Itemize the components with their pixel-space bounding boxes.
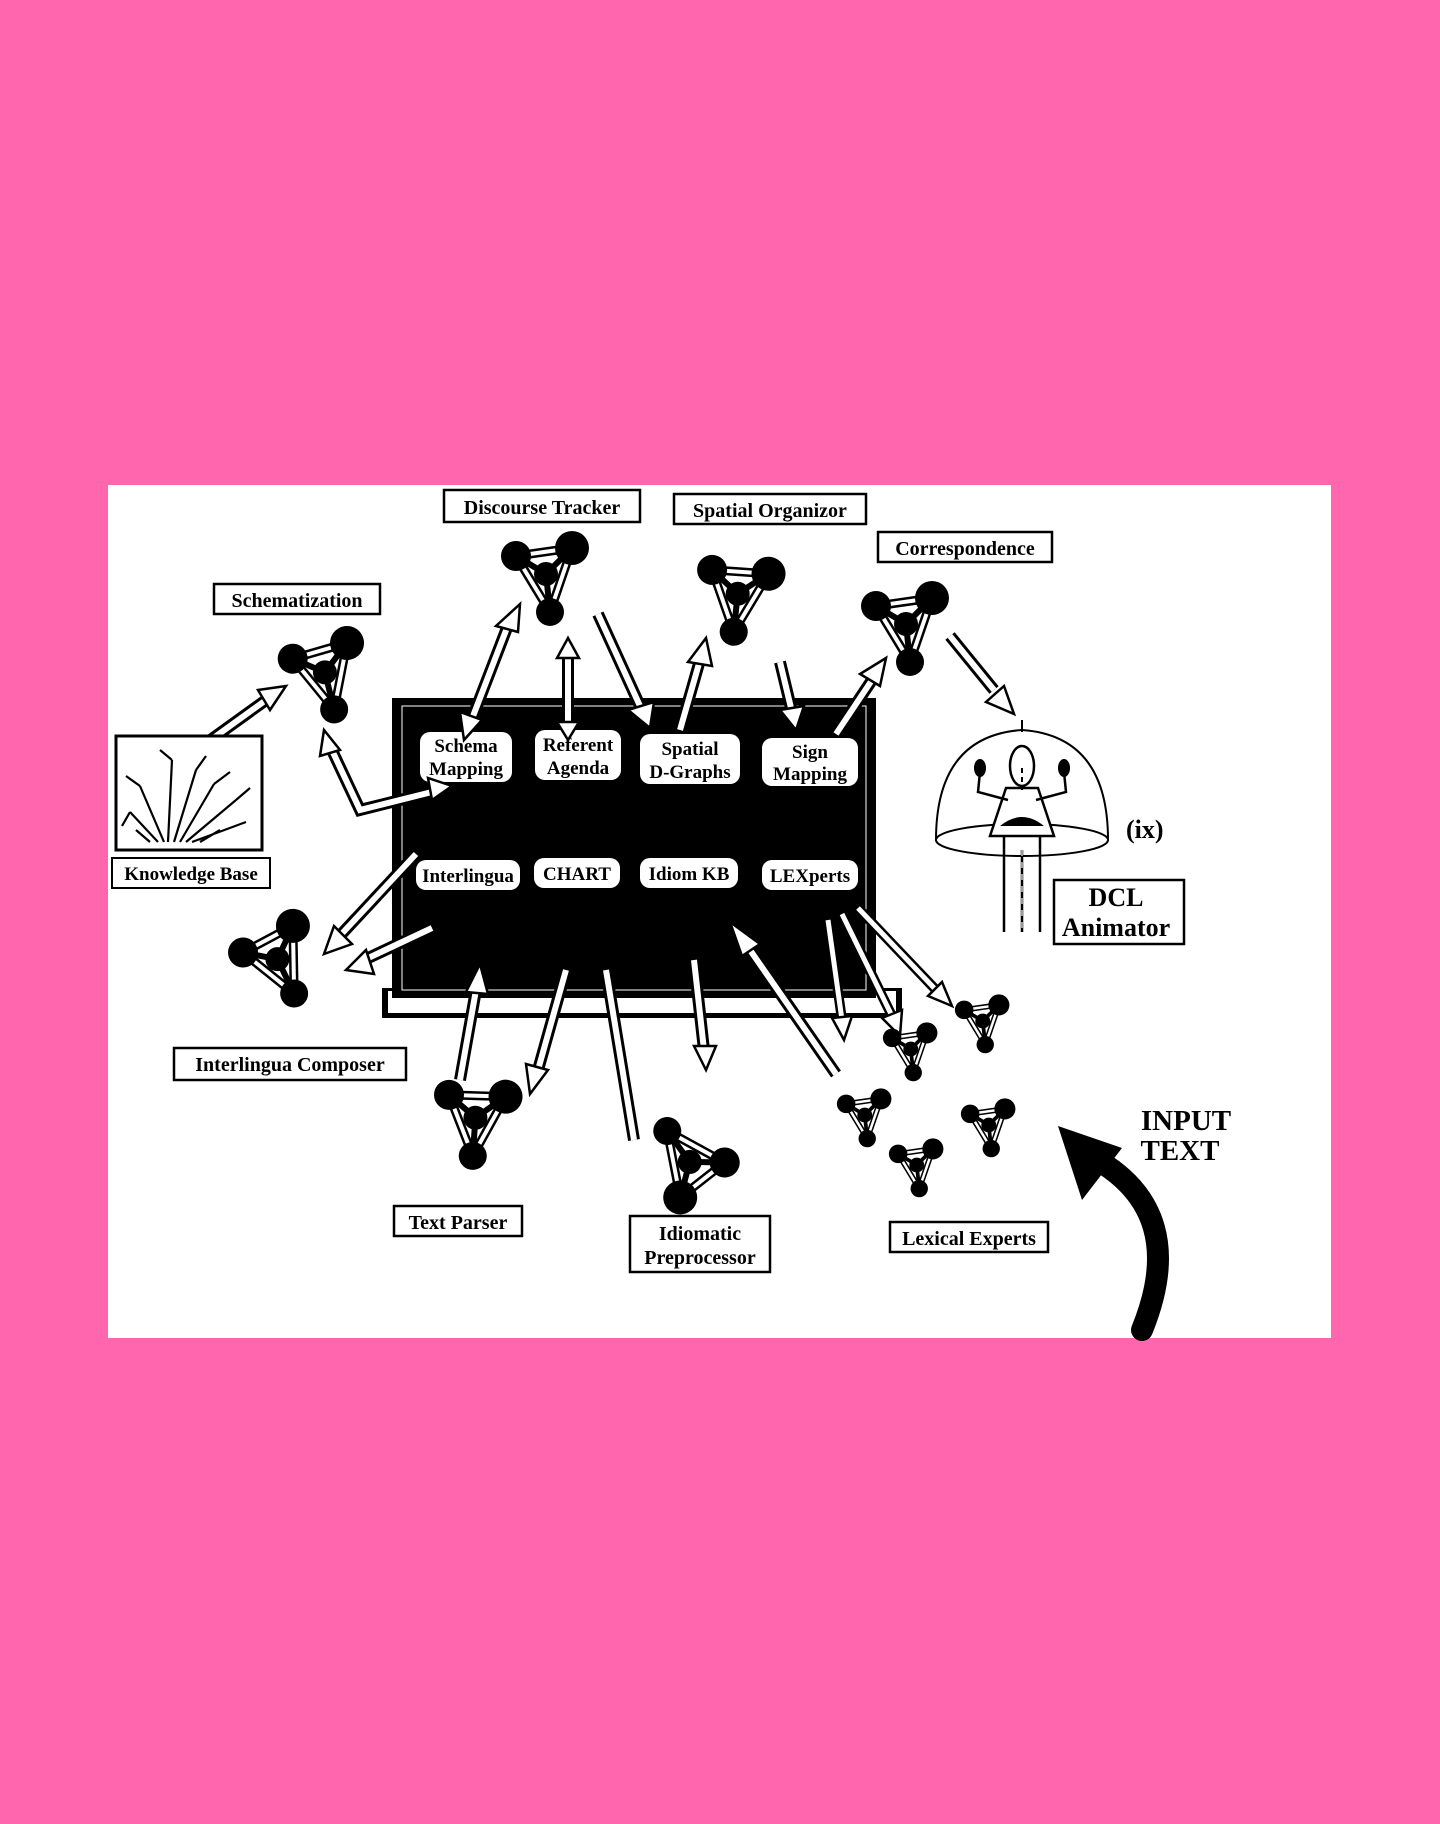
arrow-lexical-experts <box>727 904 955 1078</box>
text-label: TEXT <box>1141 1135 1220 1167</box>
svg-text:Mapping: Mapping <box>429 759 503 780</box>
svg-text:Interlingua Composer: Interlingua Composer <box>195 1054 385 1076</box>
svg-text:Agenda: Agenda <box>547 758 610 779</box>
arrow-schematization-to-schema-mapping <box>318 726 455 818</box>
svg-text:Mapping: Mapping <box>773 764 847 785</box>
svg-text:Lexical Experts: Lexical Experts <box>902 1228 1036 1250</box>
label-lexical-experts: Lexical Experts <box>888 1220 1050 1254</box>
dcl-animator-illustration: DCL Animator (ix) <box>934 720 1186 946</box>
svg-text:D-Graphs: D-Graphs <box>649 762 730 783</box>
slot-sign-mapping: Sign Mapping <box>762 738 858 786</box>
label-correspondence: Correspondence <box>876 530 1054 564</box>
svg-text:CHART: CHART <box>543 864 611 885</box>
slot-interlingua: Interlingua <box>416 860 520 890</box>
animator-label: Animator <box>1062 913 1170 942</box>
arrow-spatial-graphs-to-organizor <box>674 635 714 732</box>
knowledge-base-illustration: Knowledge Base <box>111 734 271 889</box>
agent-idiomatic-preprocessor <box>626 1094 750 1220</box>
dcl-label: DCL <box>1089 883 1144 912</box>
label-text-parser: Text Parser <box>392 1204 524 1238</box>
svg-text:Idiomatic: Idiomatic <box>659 1223 741 1245</box>
arrow-discourse-to-spatial-graphs <box>592 611 656 731</box>
label-interlingua-composer: Interlingua Composer <box>172 1046 408 1082</box>
blackboard-row-1: Schema Mapping Referent Agenda Spatial D… <box>420 730 858 786</box>
svg-text:Discourse Tracker: Discourse Tracker <box>464 497 621 519</box>
slot-spatial-d-graphs: Spatial D-Graphs <box>640 734 740 784</box>
arrow-idiomatic-preprocessor <box>600 959 718 1141</box>
svg-text:Spatial Organizor: Spatial Organizor <box>693 500 847 522</box>
arrow-interlingua-composer <box>321 849 435 976</box>
slot-referent-agenda: Referent Agenda <box>535 730 621 780</box>
arrow-correspondence-to-animator <box>945 632 1017 717</box>
agent-lexical-4 <box>961 1098 1016 1157</box>
agent-lexical-1 <box>955 994 1010 1053</box>
blackboard-row-2: Interlingua CHART Idiom KB LEXperts <box>416 858 858 890</box>
agent-lexical-5 <box>889 1138 944 1197</box>
figure-marker: (ix) <box>1126 815 1164 844</box>
slot-lexperts: LEXperts <box>762 860 858 890</box>
svg-text:Correspondence: Correspondence <box>895 538 1035 560</box>
svg-text:Sign: Sign <box>792 742 828 763</box>
slot-idiom-kb: Idiom KB <box>640 858 738 888</box>
slot-chart: CHART <box>534 858 620 888</box>
svg-text:Interlingua: Interlingua <box>422 866 514 887</box>
input-label: INPUT <box>1141 1105 1231 1137</box>
input-text-arrow: INPUT TEXT <box>1058 1105 1231 1341</box>
agent-lexical-3 <box>837 1088 892 1147</box>
arrow-text-parser <box>454 960 572 1098</box>
agent-spatial-organizor <box>683 542 789 653</box>
svg-text:Schematization: Schematization <box>231 590 362 612</box>
agent-schematization <box>274 624 374 730</box>
svg-text:Knowledge Base: Knowledge Base <box>124 864 258 885</box>
slot-schema-mapping: Schema Mapping <box>420 732 512 782</box>
agent-text-parser <box>422 1068 525 1177</box>
label-schematization: Schematization <box>212 582 382 616</box>
arrow-referent-to-discourse <box>554 635 582 743</box>
svg-text:Schema: Schema <box>434 736 498 757</box>
svg-text:LEXperts: LEXperts <box>770 866 850 887</box>
agent-lexical-2 <box>883 1022 938 1081</box>
svg-text:Text Parser: Text Parser <box>409 1212 508 1234</box>
svg-text:Spatial: Spatial <box>661 739 718 760</box>
label-discourse-tracker: Discourse Tracker <box>442 488 642 524</box>
svg-text:Idiom KB: Idiom KB <box>649 864 730 885</box>
svg-text:Preprocessor: Preprocessor <box>644 1247 756 1269</box>
arrows <box>158 600 1017 1141</box>
arrow-schema-to-discourse <box>458 600 522 743</box>
svg-text:Referent: Referent <box>543 735 614 756</box>
agent-interlingua-composer <box>220 904 335 1023</box>
agent-correspondence <box>861 581 949 676</box>
label-spatial-organizor: Spatial Organizor <box>672 492 868 526</box>
arrow-sign-to-correspondence <box>831 655 888 738</box>
arrow-organizor-to-sign <box>774 660 806 733</box>
label-idiomatic-preprocessor: Idiomatic Preprocessor <box>628 1214 772 1274</box>
